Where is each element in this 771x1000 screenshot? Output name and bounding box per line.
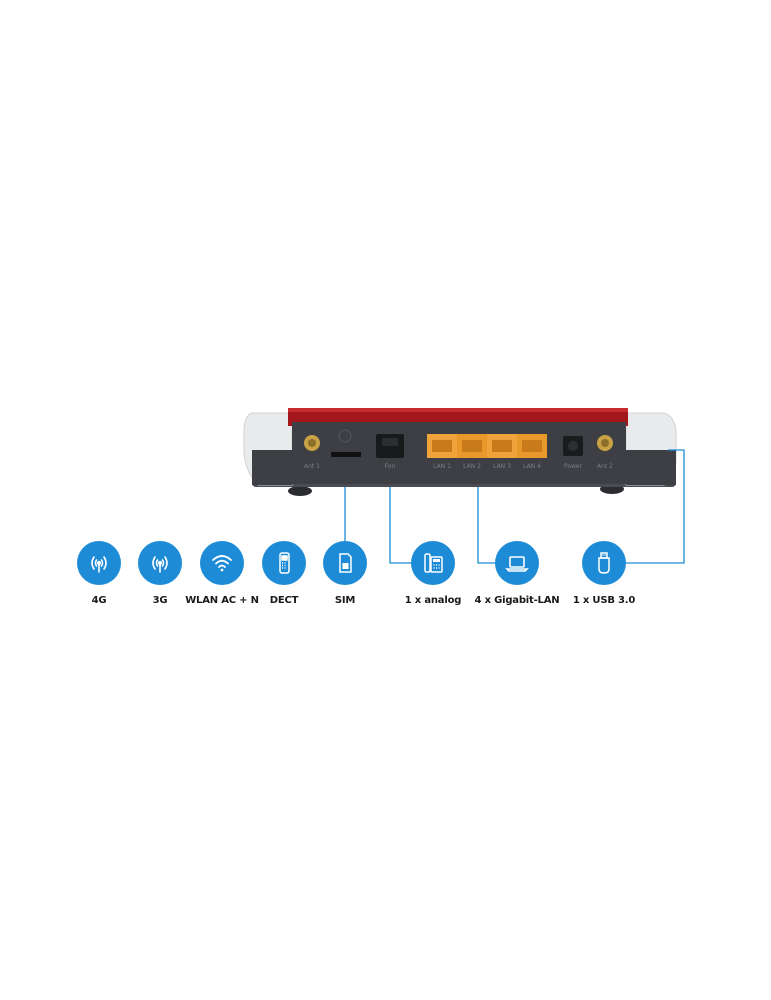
label-lan3: LAN 3 xyxy=(493,463,511,470)
sim-slot xyxy=(331,452,361,457)
lan-ports xyxy=(427,434,547,458)
feature-label: 3G xyxy=(152,595,168,606)
usb-icon xyxy=(582,541,626,585)
feature-sim: SIM xyxy=(297,541,393,606)
lan-port-2-socket xyxy=(462,440,482,452)
router-foot-left xyxy=(288,486,312,496)
feature-label: 4G xyxy=(91,595,107,606)
label-ant1: Ant 1 xyxy=(304,463,320,470)
laptop-icon xyxy=(495,541,539,585)
antenna-connector-1-core xyxy=(308,439,316,447)
label-power: Power xyxy=(564,463,583,470)
callout-line-lan xyxy=(477,487,499,564)
feature-3g: 3G xyxy=(112,541,208,606)
cordless-phone-icon xyxy=(262,541,306,585)
router-cap-left-lower xyxy=(252,450,292,485)
feature-wlan: WLAN AC + N xyxy=(174,541,270,606)
feature-4g: 4G xyxy=(51,541,147,606)
lan-port-1-socket xyxy=(432,440,452,452)
feature-label: 4 x Gigabit-LAN xyxy=(474,595,560,606)
feature-label: SIM xyxy=(334,595,356,606)
feature-lan: 4 x Gigabit-LAN xyxy=(469,541,565,606)
feature-dect: DECT xyxy=(236,541,332,606)
feature-label: DECT xyxy=(269,595,299,606)
wifi-icon xyxy=(200,541,244,585)
label-lan1: LAN 1 xyxy=(433,463,451,470)
callout-line-analog xyxy=(389,487,411,564)
power-socket-pin xyxy=(568,441,578,451)
feature-label: WLAN AC + N xyxy=(185,595,259,606)
sim-logo xyxy=(338,429,352,443)
antenna-icon xyxy=(138,541,182,585)
sim-card-icon xyxy=(323,541,367,585)
lan-port-3-socket xyxy=(492,440,512,452)
fon-port-inner xyxy=(382,438,398,446)
antenna-icon xyxy=(77,541,121,585)
feature-usb: 1 x USB 3.0 xyxy=(556,541,652,606)
feature-analog: 1 x analog xyxy=(385,541,481,606)
label-lan2: LAN 2 xyxy=(463,463,481,470)
feature-label: 1 x USB 3.0 xyxy=(572,595,636,606)
telephone-icon xyxy=(411,541,455,585)
antenna-connector-2-core xyxy=(601,439,609,447)
router-red-top xyxy=(288,408,628,426)
label-lan4: LAN 4 xyxy=(523,463,541,470)
label-fon: Fon xyxy=(385,463,396,470)
router-cap-right-lower xyxy=(626,450,676,485)
label-ant2: Ant 2 xyxy=(597,463,613,470)
feature-label: 1 x analog xyxy=(404,595,462,606)
lan-port-4-socket xyxy=(522,440,542,452)
router-red-highlight xyxy=(288,408,628,412)
callout-line-usb xyxy=(625,449,685,564)
